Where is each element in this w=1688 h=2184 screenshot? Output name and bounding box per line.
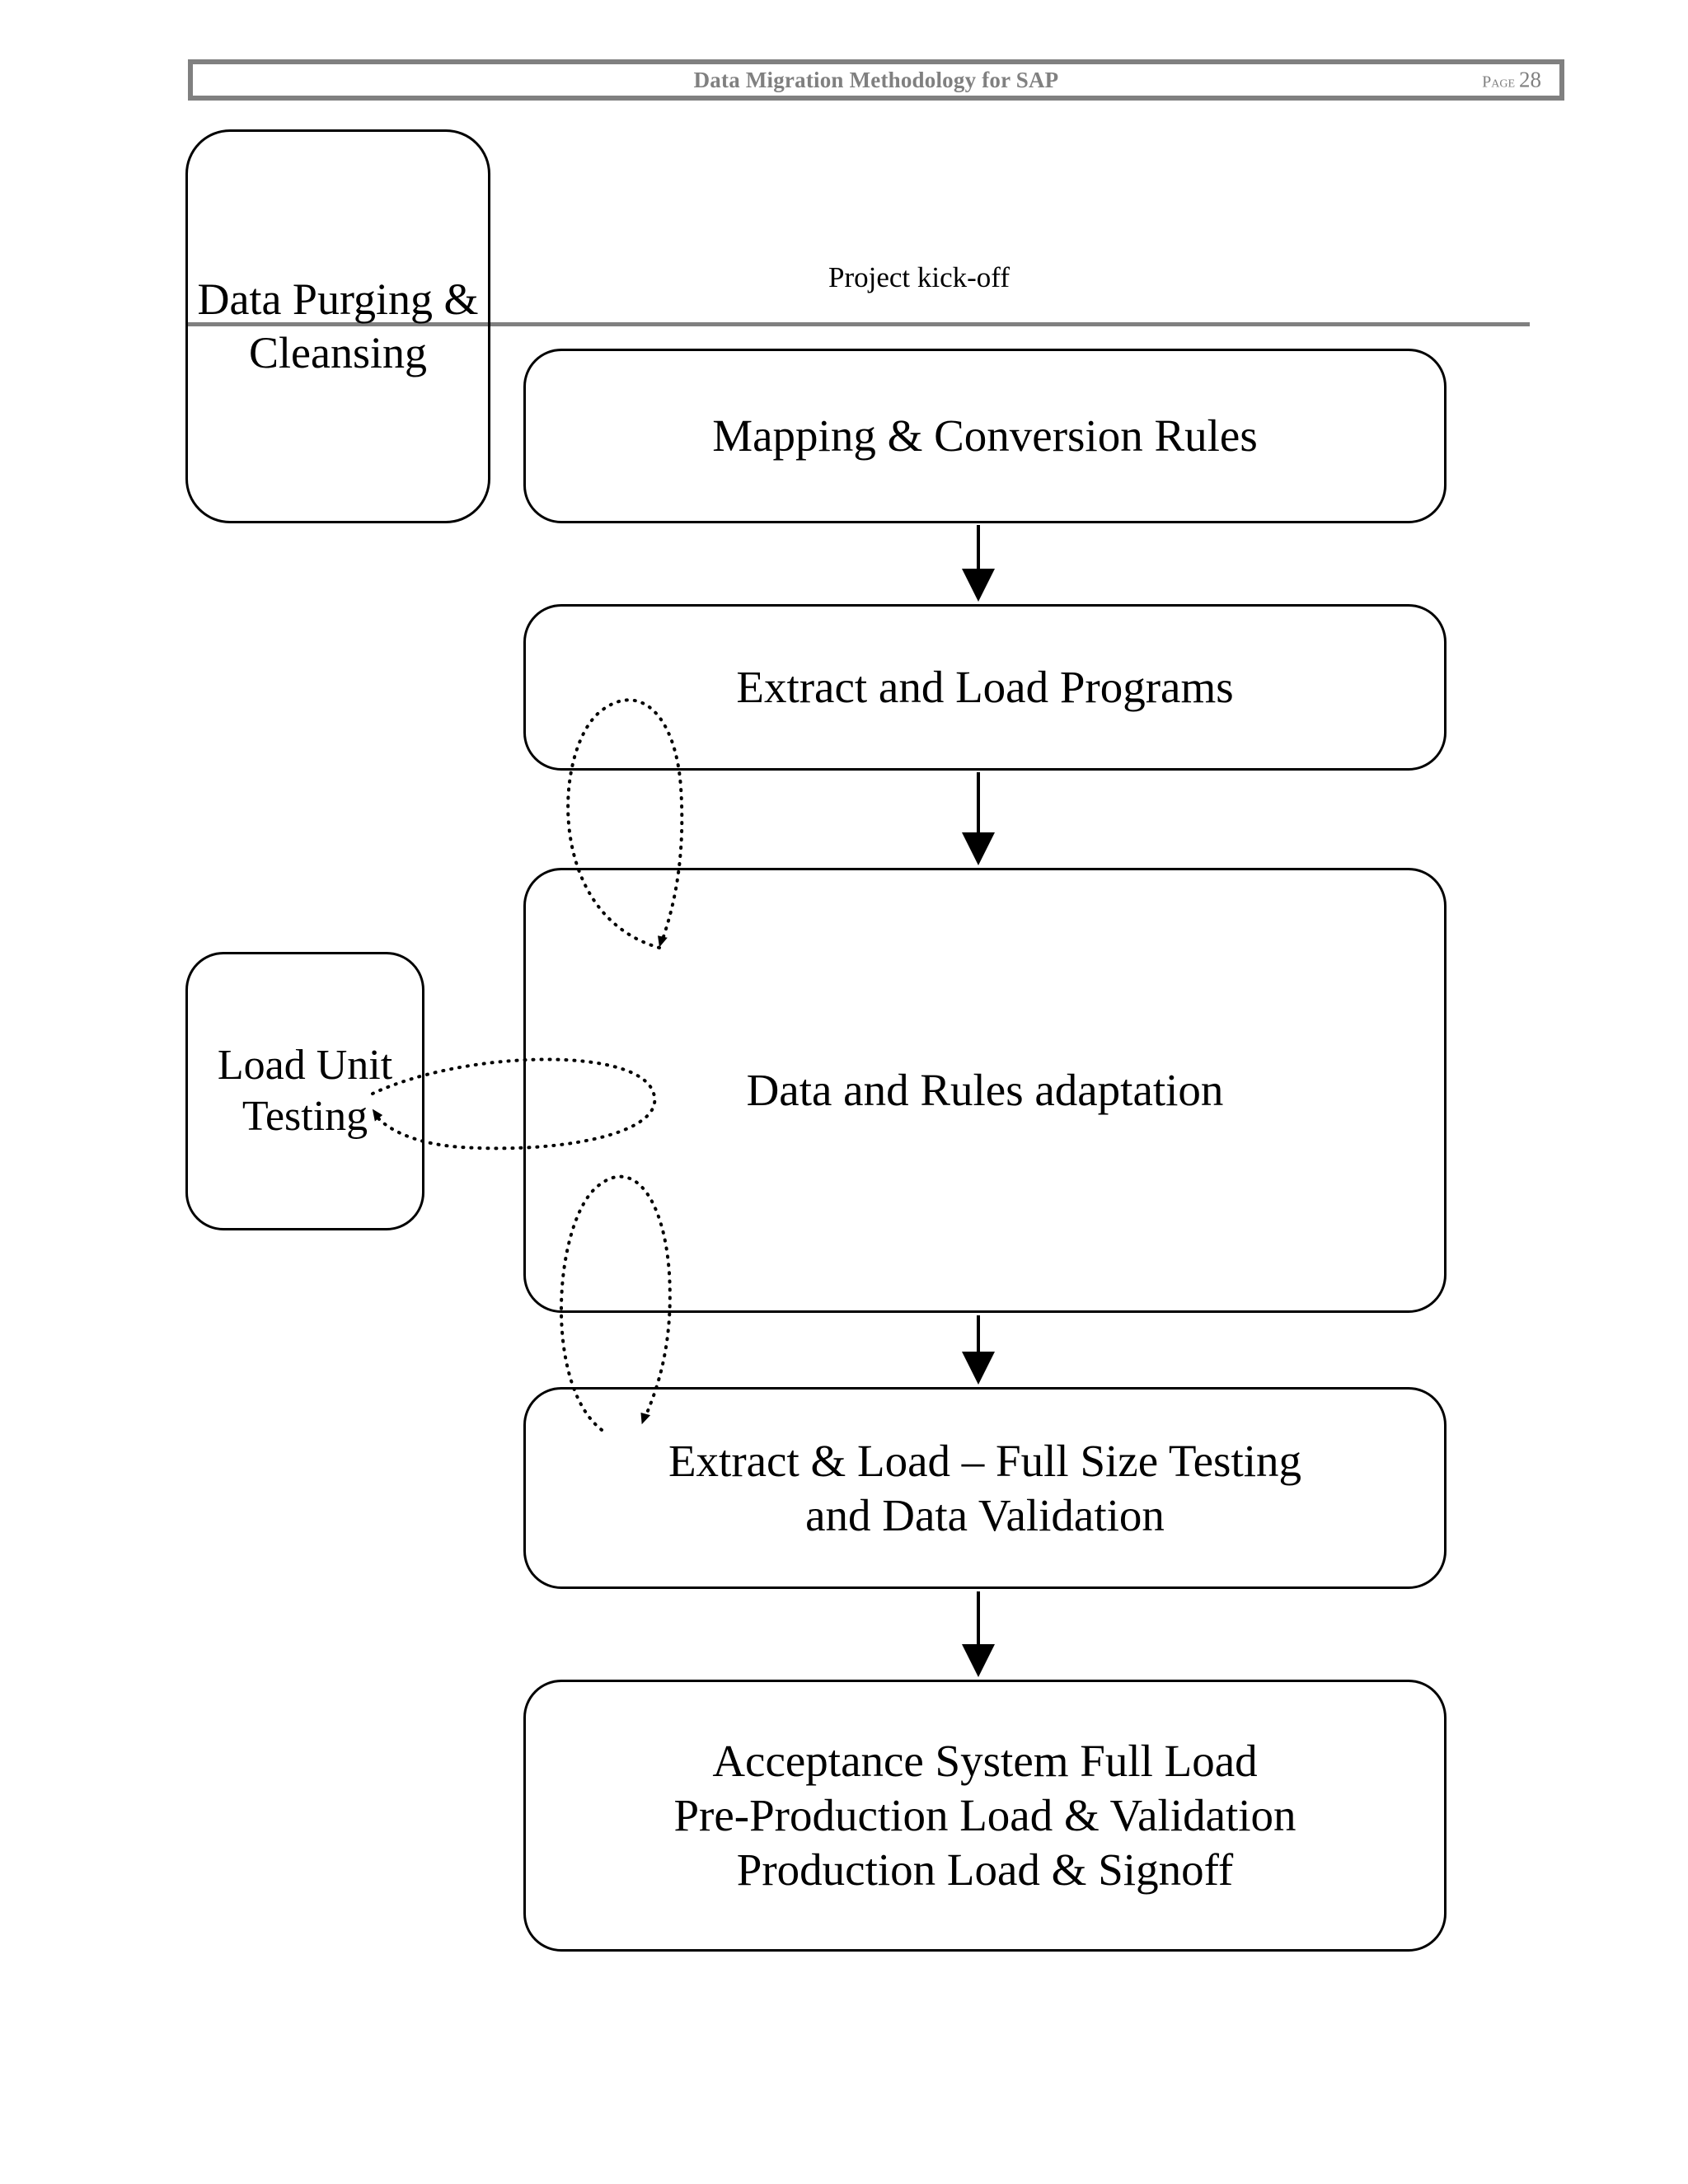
node-full-size-line-2: and Data Validation bbox=[805, 1489, 1165, 1540]
node-data-and-rules-adaptation[interactable]: Data and Rules adaptation bbox=[523, 868, 1447, 1313]
node-extract-and-load-programs[interactable]: Extract and Load Programs bbox=[523, 604, 1447, 771]
node-data-purging-cleansing-label: Data Purging & Cleansing bbox=[197, 274, 479, 377]
node-acceptance-line-1: Acceptance System Full Load bbox=[712, 1736, 1258, 1786]
page-number-prefix: Page bbox=[1482, 73, 1515, 91]
node-data-and-rules-adaptation-label: Data and Rules adaptation bbox=[746, 1065, 1224, 1115]
node-acceptance-production-load[interactable]: Acceptance System Full Load Pre-Producti… bbox=[523, 1680, 1447, 1952]
node-data-purging-cleansing[interactable]: Data Purging & Cleansing bbox=[185, 129, 490, 523]
node-load-unit-testing[interactable]: Load Unit Testing bbox=[185, 952, 424, 1230]
node-extract-and-load-programs-label: Extract and Load Programs bbox=[736, 662, 1234, 712]
node-full-size-line-1: Extract & Load – Full Size Testing bbox=[668, 1435, 1302, 1486]
node-acceptance-line-3: Production Load & Signoff bbox=[736, 1844, 1234, 1895]
kickoff-label: Project kick-off bbox=[828, 261, 1010, 293]
node-load-unit-testing-label: Load Unit Testing bbox=[217, 1041, 393, 1140]
node-mapping-conversion-rules-label: Mapping & Conversion Rules bbox=[712, 410, 1258, 461]
node-acceptance-line-2: Pre-Production Load & Validation bbox=[673, 1790, 1296, 1840]
node-mapping-conversion-rules[interactable]: Mapping & Conversion Rules bbox=[523, 349, 1447, 523]
node-extract-load-full-size-testing[interactable]: Extract & Load – Full Size Testing and D… bbox=[523, 1387, 1447, 1589]
page-number-value: 28 bbox=[1519, 67, 1541, 92]
node-extract-load-full-size-testing-label: Extract & Load – Full Size Testing and D… bbox=[668, 1434, 1301, 1543]
page-title: Data Migration Methodology for SAP bbox=[693, 67, 1059, 92]
node-acceptance-production-load-label: Acceptance System Full Load Pre-Producti… bbox=[673, 1734, 1296, 1897]
kickoff-divider-rule bbox=[188, 322, 1530, 326]
